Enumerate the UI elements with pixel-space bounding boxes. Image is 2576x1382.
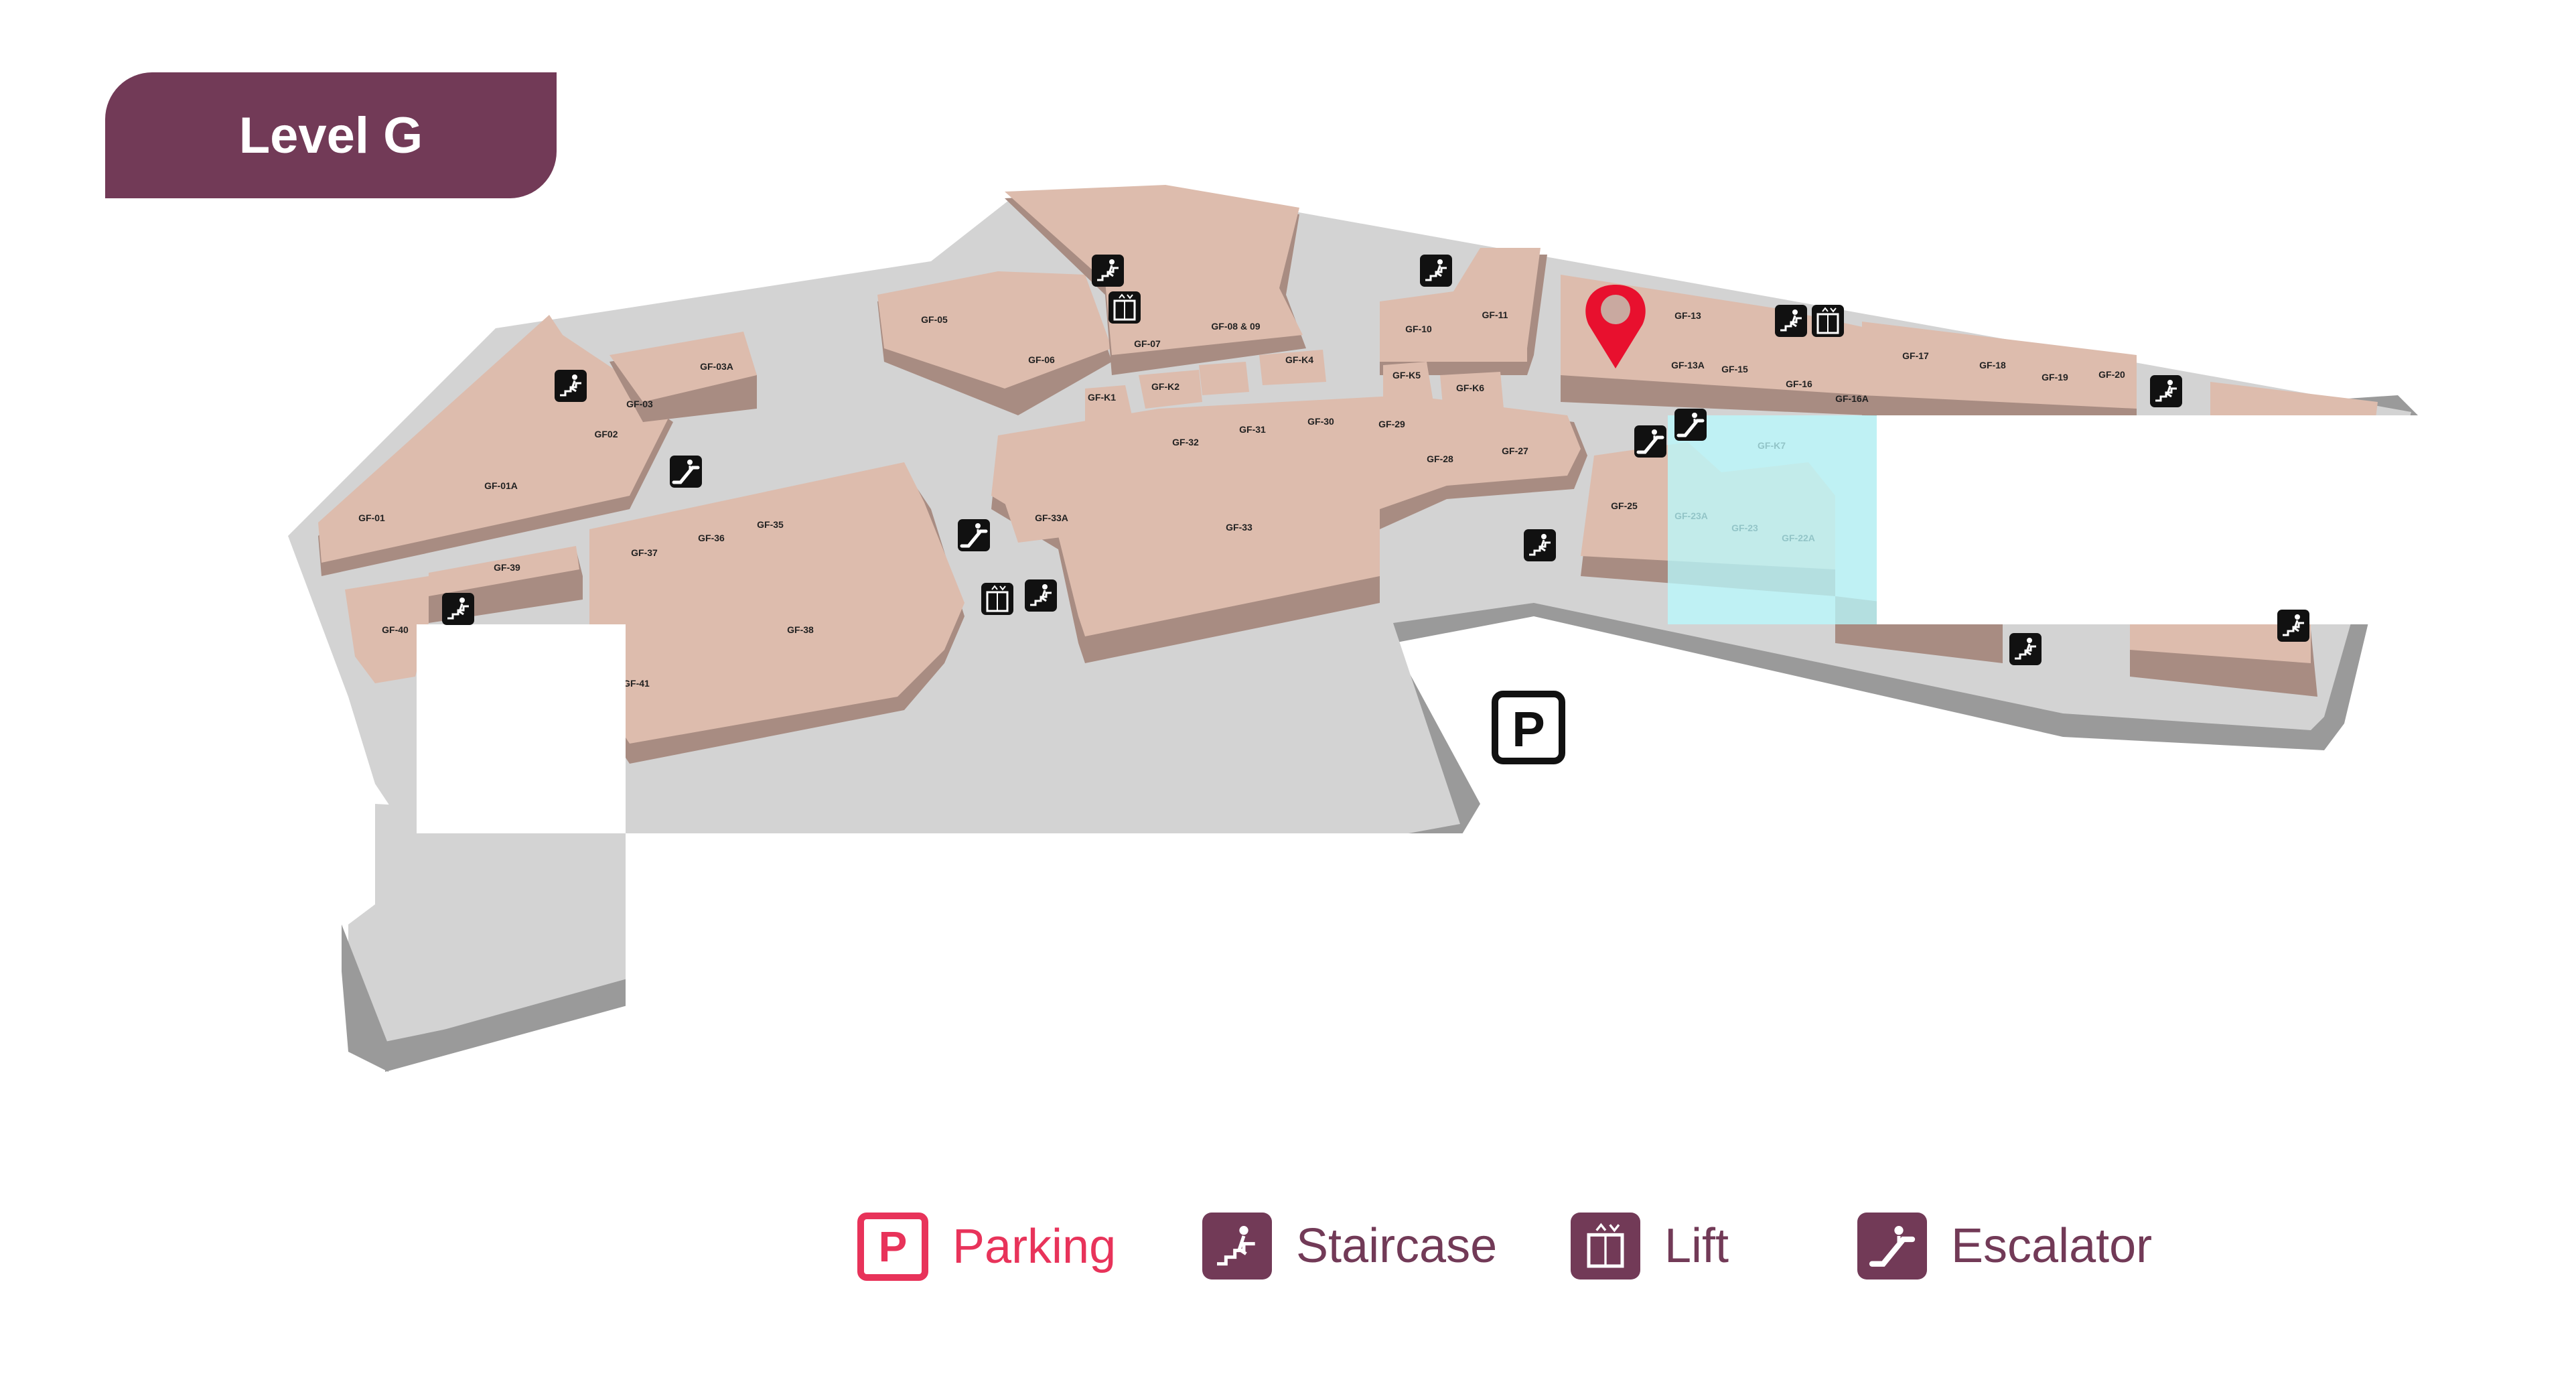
unit-label[interactable]: GF-32 <box>1172 437 1199 447</box>
staircase-icon <box>1202 1213 1272 1280</box>
unit-label[interactable]: GF-27 <box>1502 445 1528 456</box>
unit-label[interactable]: GF-K4 <box>1285 354 1313 365</box>
legend-label-parking: Parking <box>952 1220 1117 1273</box>
escalator-icon <box>1857 1213 1927 1280</box>
unit-label[interactable]: GF-03 <box>626 399 653 409</box>
unit-label[interactable]: GF-16A <box>1835 393 1869 404</box>
unit-label[interactable]: GF-33 <box>1226 522 1253 533</box>
legend-label-escalator: Escalator <box>1951 1219 2153 1273</box>
unit-label[interactable]: GF-15 <box>1721 364 1748 374</box>
lift-icon[interactable] <box>980 581 1015 616</box>
parking-icon: P <box>857 1213 928 1281</box>
unit-label[interactable]: GF-37 <box>631 547 658 558</box>
unit-label[interactable]: GF-31 <box>1239 424 1266 435</box>
staircase-icon[interactable] <box>441 592 476 626</box>
unloaded-tile-east <box>1877 415 2576 624</box>
unit-label[interactable]: GF-38 <box>787 624 814 635</box>
unit-label[interactable]: GF-17 <box>1902 350 1929 361</box>
legend-label-lift: Lift <box>1664 1219 1729 1273</box>
staircase-icon[interactable] <box>1090 253 1125 288</box>
unit-label[interactable]: GF-05 <box>921 314 948 325</box>
unit-label[interactable]: GF-33A <box>1035 512 1068 523</box>
escalator-icon[interactable] <box>1674 409 1707 441</box>
highlight-zone <box>1668 415 1877 624</box>
unit-label[interactable]: GF-16 <box>1786 378 1812 389</box>
legend-lift: Lift <box>1571 1213 1729 1280</box>
unit-label[interactable]: GF-20 <box>2098 369 2125 380</box>
unit-label[interactable]: GF-41 <box>623 678 650 689</box>
svg-text:P: P <box>1512 701 1545 757</box>
staircase-icon[interactable] <box>2276 608 2311 643</box>
unit-label[interactable]: GF-19 <box>2042 372 2068 383</box>
parking-icon[interactable]: P <box>1492 691 1565 764</box>
store-blocks <box>318 185 2378 764</box>
staircase-icon[interactable] <box>1023 578 1058 613</box>
unit-label[interactable]: GF-35 <box>757 519 784 530</box>
staircase-icon[interactable] <box>1774 303 1808 338</box>
legend-label-staircase: Staircase <box>1296 1219 1498 1273</box>
unit-label[interactable]: GF-13A <box>1671 360 1705 370</box>
unloaded-tile-south <box>626 833 2576 1208</box>
unit-label[interactable]: GF-K6 <box>1456 383 1484 393</box>
unit-label[interactable]: GF-30 <box>1307 416 1334 427</box>
unit-label[interactable]: GF-03A <box>700 361 733 372</box>
staircase-icon[interactable] <box>553 368 588 403</box>
staircase-icon[interactable] <box>2149 374 2184 409</box>
unit-label[interactable]: GF-11 <box>1482 309 1508 320</box>
staircase-icon[interactable] <box>1419 253 1453 288</box>
unit-label[interactable]: GF-08 & 09 <box>1211 321 1260 332</box>
unit-label[interactable]: GF-10 <box>1405 324 1432 334</box>
level-title: Level G <box>105 72 557 198</box>
unit-label[interactable]: GF-06 <box>1028 354 1055 365</box>
unit-label[interactable]: GF-K5 <box>1392 370 1421 381</box>
legend-escalator: Escalator <box>1857 1213 2152 1280</box>
unit-label[interactable]: GF-18 <box>1979 360 2006 370</box>
unit-label[interactable]: GF-K1 <box>1088 392 1116 403</box>
unit-label[interactable]: GF-01A <box>484 480 518 491</box>
unit-label[interactable]: GF-40 <box>382 624 409 635</box>
unit-label[interactable]: GF-39 <box>494 562 520 573</box>
unit-label[interactable]: GF02 <box>594 429 618 439</box>
unit-label[interactable]: GF-25 <box>1611 500 1638 511</box>
unit-label[interactable]: GF-36 <box>698 533 725 543</box>
legend-parking: P Parking <box>857 1213 1116 1281</box>
staircase-icon[interactable] <box>1522 528 1557 563</box>
lift-icon <box>1571 1213 1640 1280</box>
lift-icon[interactable] <box>1810 303 1845 338</box>
unit-label[interactable]: GF-28 <box>1427 454 1453 464</box>
escalator-icon[interactable] <box>670 456 702 488</box>
escalator-icon[interactable] <box>958 519 990 551</box>
escalator-icon[interactable] <box>1634 425 1666 458</box>
staircase-icon[interactable] <box>2008 632 2043 667</box>
lift-icon[interactable] <box>1107 290 1142 325</box>
legend-staircase: Staircase <box>1202 1213 1497 1280</box>
unit-label[interactable]: GF-K2 <box>1151 381 1179 392</box>
location-pin-icon[interactable] <box>1585 285 1646 368</box>
unit-label[interactable]: GF-07 <box>1134 338 1161 349</box>
unit-label[interactable]: GF-01 <box>358 512 385 523</box>
unit-label[interactable]: GF-13 <box>1674 310 1701 321</box>
unloaded-tile-west <box>417 624 626 833</box>
unit-label[interactable]: GF-29 <box>1378 419 1405 429</box>
